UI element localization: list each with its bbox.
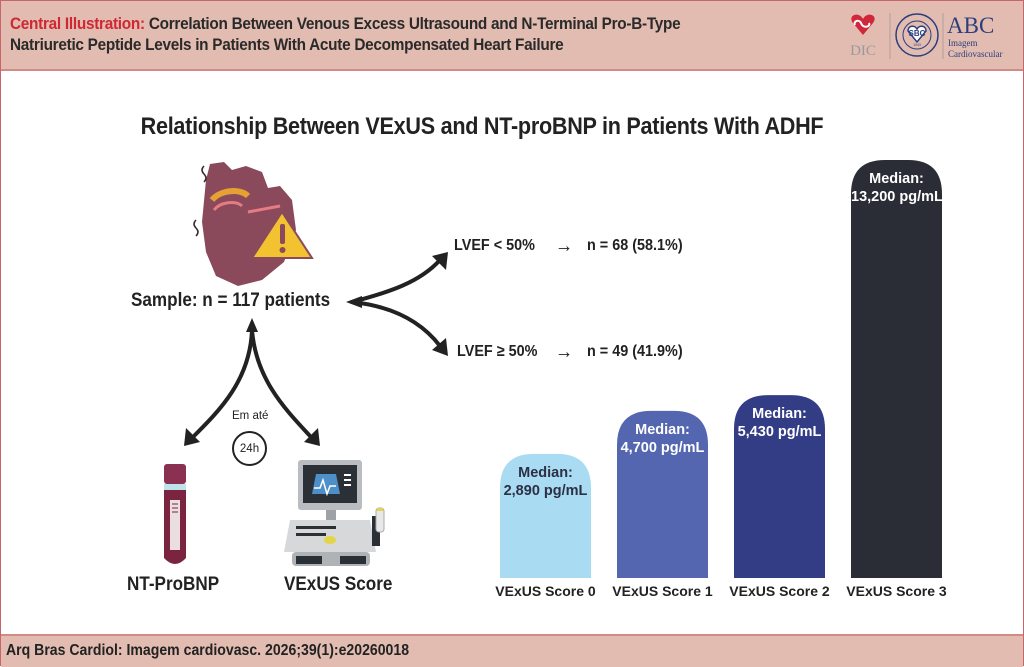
- bar-vexus-score-0: [500, 453, 591, 578]
- ultrasound-machine-icon: [284, 460, 385, 566]
- bar-value-text: 4,700 pg/mL: [620, 439, 705, 456]
- bar-vexus-score-2: [734, 395, 825, 578]
- header-title-text: Correlation Between Venous Excess Ultras…: [10, 15, 681, 54]
- abc-logo-icon: ABC Imagem Cardiovascular: [947, 13, 1002, 59]
- svg-text:DIC: DIC: [850, 43, 876, 59]
- bar-value-label: Median: 13,200 pg/mL: [851, 170, 943, 206]
- arrow-head-up: [432, 252, 448, 270]
- svg-text:ABC: ABC: [947, 13, 994, 38]
- heart-warning-icon: [193, 162, 314, 286]
- bar-value-text: 5,430 pg/mL: [737, 424, 822, 441]
- bar-value-prefix: Median:: [635, 421, 690, 438]
- svg-text:SBC: SBC: [909, 29, 926, 38]
- lvef-low-label: LVEF < 50%: [454, 237, 535, 254]
- arrow-right-icon: →: [555, 341, 573, 363]
- arrow-head-left: [184, 428, 200, 446]
- header-band: Central Illustration: Correlation Betwee…: [1, 1, 1023, 71]
- header-lead: Central Illustration:: [10, 15, 145, 33]
- x-tick-label: VExUS Score 1: [612, 583, 713, 599]
- bar-value-prefix: Median:: [518, 464, 573, 481]
- dic-logo-icon: DIC: [850, 14, 876, 59]
- x-tick-label: VExUS Score 2: [729, 583, 830, 599]
- branch-origin: [346, 296, 362, 308]
- svg-text:1943: 1943: [913, 43, 921, 47]
- sample-size-text: Sample: n = 117 patients: [131, 290, 331, 311]
- nt-probnp-label: NT-ProBNP: [127, 574, 220, 595]
- blood-tube-icon: [164, 464, 186, 564]
- main-title: Relationship Between VExUS and NT-proBNP…: [140, 113, 824, 140]
- journal-logos: DIC SBC 1943 ABC Imagem Cardiovascular: [850, 13, 1002, 59]
- arrow-head-down: [432, 338, 448, 356]
- header-title: Central Illustration: Correlation Betwee…: [10, 14, 754, 56]
- branch-arrows: [350, 258, 442, 348]
- bar-vexus-score-3: [851, 160, 942, 578]
- sbc-logo-icon: SBC 1943: [895, 13, 939, 57]
- footer-band: Arq Bras Cardiol: Imagem cardiovasc. 202…: [1, 634, 1023, 667]
- x-tick-label: VExUS Score 3: [846, 583, 947, 599]
- lvef-low-result: n = 68 (58.1%): [587, 237, 683, 254]
- lvef-high-result: n = 49 (41.9%): [587, 343, 683, 360]
- bar-value-prefix: Median:: [752, 406, 807, 423]
- x-tick-label: VExUS Score 0: [495, 583, 596, 599]
- svg-text:Imagem: Imagem: [948, 38, 978, 48]
- lvef-high-label: LVEF ≥ 50%: [457, 343, 538, 360]
- bar-value-text: 13,200 pg/mL: [851, 189, 943, 205]
- citation-text: Arq Bras Cardiol: Imagem cardiovasc. 202…: [6, 642, 410, 659]
- bar-value-text: 2,890 pg/mL: [503, 482, 588, 499]
- bar-value-prefix: Median:: [869, 171, 924, 187]
- bar-vexus-score-1: [617, 410, 708, 578]
- bar-value-label: Median:5,430 pg/mL: [734, 405, 825, 441]
- split-arrows: [192, 328, 312, 438]
- timing-badge: 24h: [232, 431, 267, 466]
- vexus-score-label: VExUS Score: [284, 574, 393, 595]
- arrow-head-top: [246, 318, 258, 332]
- timing-label: Em até: [232, 410, 269, 422]
- arrow-head-right: [304, 428, 320, 446]
- bar-value-label: Median:2,890 pg/mL: [500, 464, 591, 500]
- bar-value-label: Median:4,700 pg/mL: [617, 421, 708, 457]
- svg-text:Cardiovascular: Cardiovascular: [948, 49, 1002, 59]
- arrow-right-icon: →: [555, 235, 573, 257]
